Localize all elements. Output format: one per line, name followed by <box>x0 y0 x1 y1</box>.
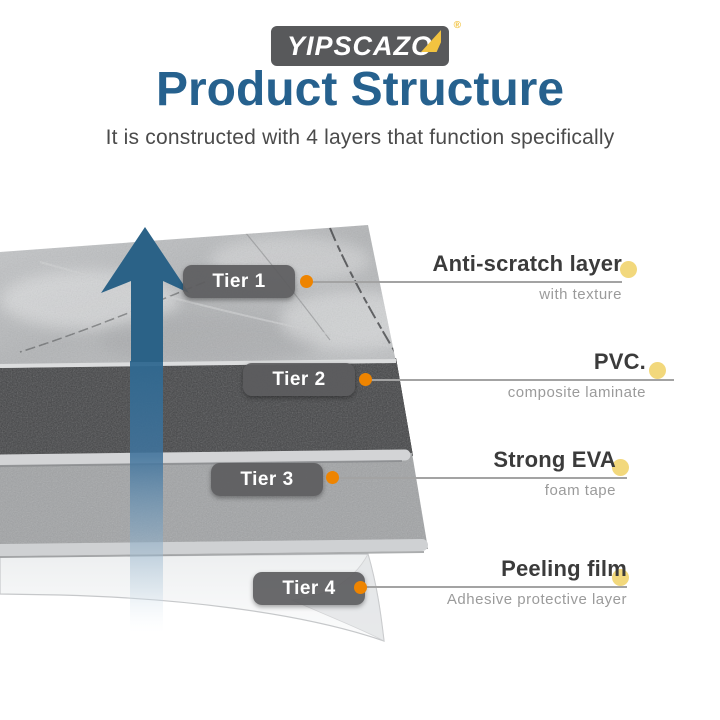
tier4-pill: Tier 4 <box>253 572 365 605</box>
tier2-subheading: composite laminate <box>507 384 646 401</box>
tier4-subheading: Adhesive protective layer <box>446 591 627 608</box>
registered-mark: ® <box>453 20 462 31</box>
tier1-marker-dot <box>300 275 313 288</box>
tier3-connector-line <box>337 477 627 479</box>
tier2-marker-dot <box>359 373 372 386</box>
tier2-connector-line <box>370 379 674 381</box>
tier1-accent-dot <box>620 261 637 278</box>
tier3-label-group: Strong EVA foam tape <box>296 447 616 500</box>
tier1-heading: Anti-scratch layer <box>432 251 622 276</box>
up-arrow-icon <box>101 227 189 362</box>
tier1-pill: Tier 1 <box>183 265 295 298</box>
brand-logo-text: YIPSCAZO <box>286 31 434 61</box>
page-title: Product Structure <box>155 63 565 116</box>
page-subtitle: It is constructed with 4 layers that fun… <box>105 126 615 149</box>
tier3-marker-dot <box>326 471 339 484</box>
tier3-heading: Strong EVA <box>493 447 616 472</box>
tier2-pill: Tier 2 <box>243 363 355 396</box>
tier4-marker-dot <box>354 581 367 594</box>
brand-logo: YIPSCAZO ® <box>270 20 461 66</box>
tier1-subheading: with texture <box>539 286 622 303</box>
tier3-accent-dot <box>612 459 629 476</box>
tier1-connector-line <box>311 281 622 283</box>
tier2-accent-dot <box>649 362 666 379</box>
tier3-pill: Tier 3 <box>211 463 323 496</box>
tier3-subheading: foam tape <box>544 482 616 499</box>
tier4-heading: Peeling film <box>501 556 627 581</box>
arrow-band <box>130 361 163 633</box>
tier1-label-group: Anti-scratch layer with texture <box>302 251 622 304</box>
tier2-heading: PVC. <box>593 349 646 374</box>
tier4-accent-dot <box>612 569 629 586</box>
tier2-label-group: PVC. composite laminate <box>326 349 646 402</box>
tier4-label-group: Peeling film Adhesive protective layer <box>307 556 627 609</box>
tier4-connector-line <box>365 586 627 588</box>
